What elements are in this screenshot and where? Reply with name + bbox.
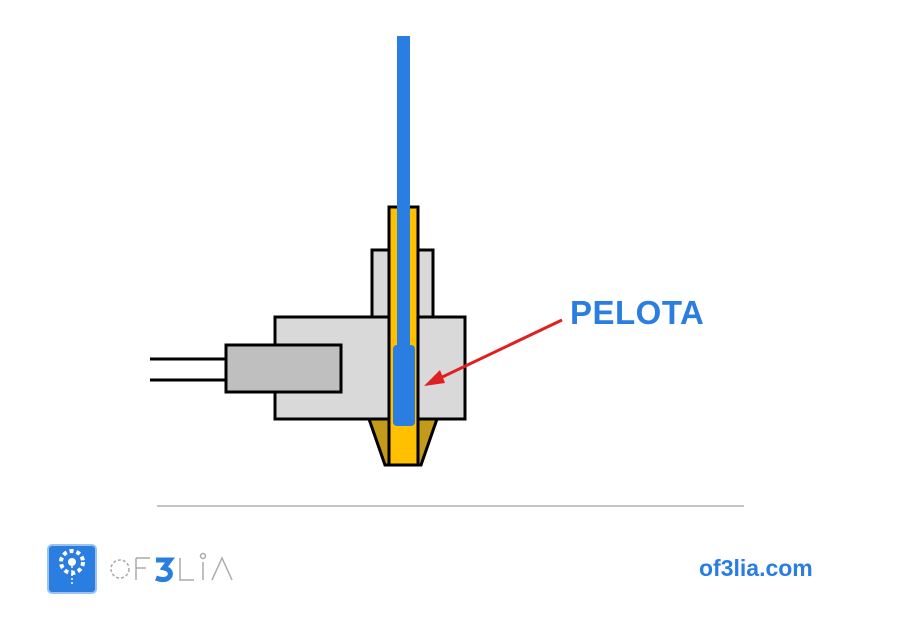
callout-arrow (435, 318, 563, 382)
arrow-head-icon (424, 370, 445, 386)
filament-ball (393, 345, 415, 426)
of3lia-logo (47, 544, 233, 594)
pelota-label: PELOTA (570, 294, 705, 331)
filament (397, 36, 410, 352)
website-link[interactable]: of3lia.com (699, 555, 813, 581)
heater-cartridge (224, 343, 343, 394)
